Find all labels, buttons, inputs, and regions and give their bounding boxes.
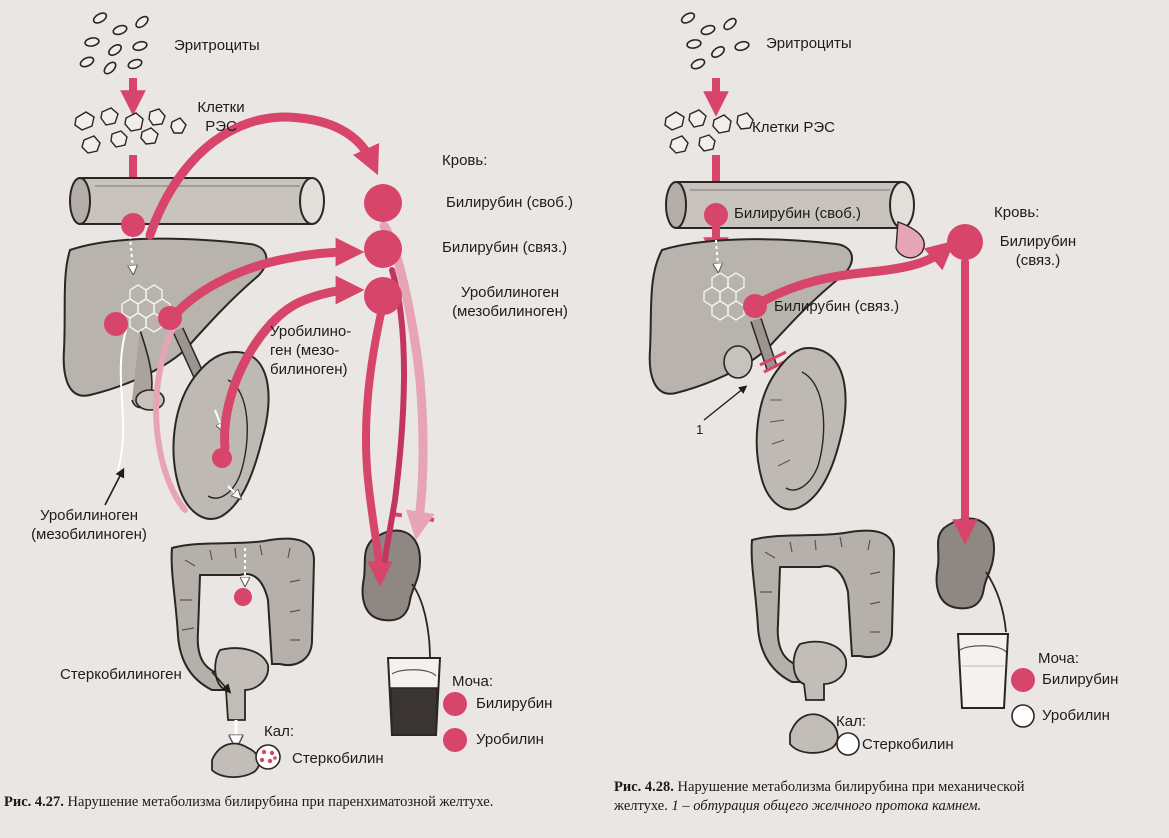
caption-left-number: Рис. 4.27. <box>4 794 64 810</box>
label-blood-urobilinogen-line2: (мезобилиноген) <box>452 303 568 320</box>
dot-blood-conj-bilirubin <box>364 230 402 268</box>
label-stercobilinogen: Стеркобилиноген <box>60 666 182 683</box>
kidney-right <box>935 517 1007 633</box>
label-blood-free-bilirubin: Билирубин (своб.) <box>446 194 574 211</box>
label-feces-title-left: Кал: <box>264 723 294 740</box>
label-urine-bilirubin-left: Билирубин <box>476 695 553 712</box>
caption-right-text-2: желтухе. <box>614 798 672 814</box>
label-blood-conj-bilirubin-right: Билирубин (связ.) <box>988 232 1088 270</box>
caption-right-number: Рис. 4.28. <box>614 779 674 795</box>
label-blood-conj-bilirubin-right-line1: Билирубин <box>999 233 1077 250</box>
label-res-cells-line1: Клетки <box>197 99 245 116</box>
dot-blood-conj-bilirubin-right <box>947 224 983 260</box>
dot-urine-urobilin <box>443 728 467 752</box>
label-blood-urobilinogen: Уробилиноген (мезобилиноген) <box>430 283 590 321</box>
caption-left-text: Нарушение метаболизма билирубина при пар… <box>63 794 494 810</box>
label-portal-urobilinogen-line1: Уробилиноген <box>39 507 139 524</box>
erythrocytes-icon <box>79 12 149 75</box>
label-portal-urobilinogen: Уробилиноген (мезобилиноген) <box>14 506 164 544</box>
caption-right-italic: 1 – обтурация общего желчного протока ка… <box>671 798 982 814</box>
label-gut-urobilinogen-line2: ген (мезо- <box>270 342 340 359</box>
label-gut-urobilinogen-line1: Уробилино- <box>270 323 352 340</box>
label-blood-urobilinogen-line1: Уробилиноген <box>460 284 560 301</box>
label-gut-urobilinogen-line3: билиноген) <box>270 361 348 378</box>
label-res-cells-right: Клетки РЭС <box>752 119 835 136</box>
dot-liver-left <box>104 312 128 336</box>
label-urine-urobilin-right: Уробилин <box>1042 707 1110 724</box>
dot-blood-free-bilirubin <box>364 184 402 222</box>
dot-duodenum <box>212 448 232 468</box>
label-blood-title-left: Кровь: <box>442 152 488 169</box>
caption-right-line1: Рис. 4.28. Нарушение метаболизма билируб… <box>614 778 1154 797</box>
label-portal-urobilinogen-line2: (мезобилиноген) <box>31 526 147 543</box>
label-blood-conj-bilirubin-right-line2: (связ.) <box>1015 252 1061 269</box>
duodenum-right <box>755 346 847 511</box>
label-urine-title-right: Моча: <box>1038 650 1080 667</box>
feces-icon-right <box>789 713 839 754</box>
label-stercobilin-right: Стеркобилин <box>862 736 954 753</box>
caption-left: Рис. 4.27. Нарушение метаболизма билируб… <box>4 793 604 812</box>
caption-right-line2: желтухе. 1 – обтурация общего желчного п… <box>614 797 1154 816</box>
res-cells-icon <box>74 107 187 154</box>
dot-urine-urobilin-right <box>1011 704 1035 728</box>
label-blood-conj-bilirubin: Билирубин (связ.) <box>442 239 568 256</box>
pointer-marker-1 <box>703 385 748 421</box>
dot-colon <box>234 588 252 606</box>
pointer-portal-urobilinogen <box>104 467 125 506</box>
dot-liver-conj-bilirubin-right <box>743 294 767 318</box>
dot-liver-right <box>158 306 182 330</box>
flow-arrows-left <box>117 112 435 587</box>
label-stercobilin-left: Стеркобилин <box>292 750 384 767</box>
stercobilin-dot-left <box>255 744 281 770</box>
res-cells-icon-right <box>664 109 754 154</box>
figure-right <box>648 12 1035 756</box>
figure-left <box>62 12 467 778</box>
large-intestine-left <box>170 537 316 742</box>
large-intestine-right <box>750 529 896 701</box>
urine-glass-right <box>956 633 1010 709</box>
urine-glass-left <box>386 657 442 736</box>
dot-vessel-free-bilirubin <box>121 213 145 237</box>
dot-blood-urobilinogen <box>364 277 402 315</box>
label-erythrocytes-right: Эритроциты <box>766 35 852 52</box>
bilirubin-dots-left <box>104 184 467 752</box>
dot-urine-bilirubin-right <box>1011 668 1035 692</box>
label-res-cells-left: Клетки РЭС <box>186 98 256 136</box>
label-feces-title-right: Кал: <box>836 713 866 730</box>
obstruction-mark <box>759 350 787 367</box>
dot-stercobilin-right <box>836 732 860 756</box>
bilirubin-dots-right <box>704 203 1035 756</box>
blood-vessel-right <box>665 181 925 259</box>
label-urine-title-left: Моча: <box>452 673 494 690</box>
label-liver-conj-bilirubin-right: Билирубин (связ.) <box>774 298 900 315</box>
label-res-cells-line2: РЭС <box>205 118 237 135</box>
erythrocytes-icon-right <box>680 12 750 70</box>
caption-right: Рис. 4.28. Нарушение метаболизма билируб… <box>614 778 1154 816</box>
blood-vessel-left <box>69 177 325 225</box>
pointer-stercobilinogen <box>211 671 232 694</box>
dot-vessel-free-bilirubin-right <box>704 203 728 227</box>
label-gut-urobilinogen: Уробилино- ген (мезо- билиноген) <box>270 322 351 379</box>
label-erythrocytes-left: Эритроциты <box>174 37 260 54</box>
label-blood-title-right: Кровь: <box>994 204 1040 221</box>
feces-icon-left <box>211 742 261 778</box>
label-vessel-free-bilirubin-right: Билирубин (своб.) <box>734 205 862 222</box>
label-urine-bilirubin-right: Билирубин <box>1042 671 1119 688</box>
caption-right-text-1: Нарушение метаболизма билирубина при мех… <box>673 779 1025 795</box>
label-marker-1: 1 <box>696 422 704 437</box>
label-urine-urobilin-left: Уробилин <box>476 731 544 748</box>
dot-urine-bilirubin <box>443 692 467 716</box>
flow-arrows-right <box>760 240 978 545</box>
gallbladder-right <box>723 318 791 379</box>
